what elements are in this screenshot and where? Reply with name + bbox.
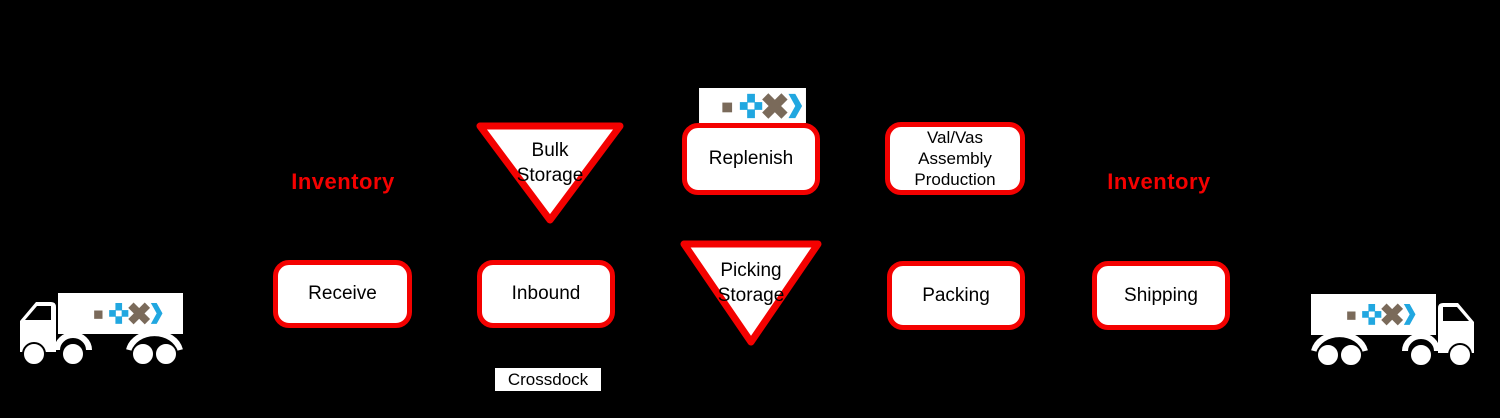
node-picking-storage: Picking Storage: [676, 236, 826, 350]
node-packing-label: Packing: [922, 284, 990, 306]
inverted-triangle-icon: [476, 122, 624, 224]
label-crossdock: Crossdock: [495, 368, 601, 391]
node-bulk-storage: Bulk Storage: [470, 114, 630, 229]
label-inventory-right: Inventory: [1107, 169, 1211, 194]
node-replenish: Replenish: [682, 123, 820, 195]
node-replenish-label: Replenish: [708, 148, 794, 170]
brand-logo-icon: [74, 298, 166, 328]
node-val-vas-label: Val/Vas Assembly Production: [914, 127, 996, 190]
node-receive-label: Receive: [308, 283, 377, 305]
node-shipping-label: Shipping: [1124, 284, 1198, 306]
outbound-truck: [1306, 291, 1484, 369]
node-bulk-storage-label: Bulk Storage: [516, 140, 584, 186]
inverted-triangle-icon: [680, 240, 822, 346]
label-crossdock-text: Crossdock: [507, 369, 589, 389]
node-inbound: Inbound: [477, 260, 615, 328]
brand-logo-icon: [1327, 299, 1419, 329]
node-shipping: Shipping: [1092, 261, 1230, 330]
node-packing: Packing: [887, 261, 1025, 330]
node-receive: Receive: [273, 260, 412, 328]
node-picking-storage-label: Picking Storage: [717, 260, 785, 306]
node-val-vas: Val/Vas Assembly Production: [885, 122, 1025, 195]
brand-logo-icon: [699, 88, 806, 123]
node-inbound-label: Inbound: [511, 283, 581, 305]
label-inventory-left: Inventory: [291, 169, 395, 194]
inbound-truck: [10, 290, 188, 368]
